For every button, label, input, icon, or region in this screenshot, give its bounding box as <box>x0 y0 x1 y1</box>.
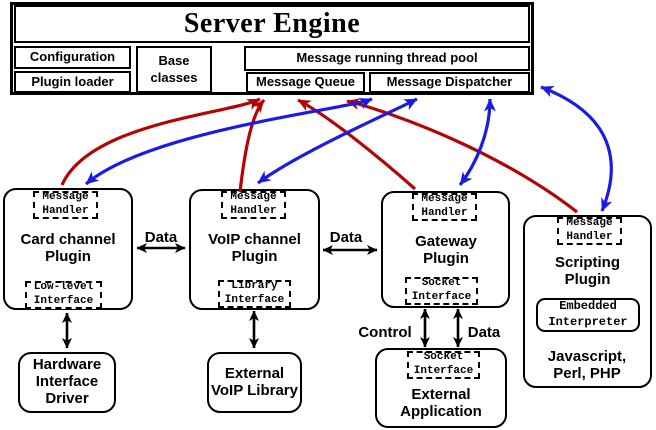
card-low-level-interface: Low-level Interface <box>25 281 102 309</box>
app-socket-interface: Socket Interface <box>407 351 480 379</box>
configuration-box: Configuration <box>14 46 131 69</box>
message-dispatcher-box: Message Dispatcher <box>369 72 530 93</box>
voip-library-interface: Library Interface <box>218 280 291 308</box>
blue-arrow-dispatcher-gateway <box>458 98 496 186</box>
voip-message-handler: Message Handler <box>221 191 286 219</box>
blue-arrow-dispatcher-voip <box>257 97 418 185</box>
red-arrow-card-to-queue <box>60 97 261 186</box>
gateway-socket-interface: Socket Interface <box>405 277 478 305</box>
voip-channel-plugin-label: VoIP channel Plugin <box>208 231 301 265</box>
thread-pool-box: Message running thread pool <box>244 46 530 71</box>
red-arrow-gateway-to-queue <box>297 98 417 191</box>
card-channel-plugin-label: Card channel Plugin <box>20 231 116 265</box>
server-engine-title: Server Engine <box>14 5 530 43</box>
embedded-interpreter-box: Embedded Interpreter <box>536 298 640 332</box>
gateway-plugin-label: Gateway Plugin <box>415 233 477 267</box>
base-classes-box: Base classes <box>136 46 212 93</box>
hardware-interface-driver-box: Hardware Interface Driver <box>18 352 116 413</box>
card-message-handler: Message Handler <box>33 191 98 219</box>
data-label-voip-gateway: Data <box>329 229 363 246</box>
scripting-message-handler: Message Handler <box>557 217 622 245</box>
blue-arrow-dispatcher-card <box>84 97 373 186</box>
plugin-loader-box: Plugin loader <box>14 71 131 93</box>
control-label: Control <box>358 324 412 341</box>
data-label-gateway-app: Data <box>467 324 501 341</box>
blue-arrow-dispatcher-scripting <box>540 85 613 212</box>
external-application-label: External Application <box>400 386 482 420</box>
red-arrow-voip-to-queue <box>238 98 266 193</box>
gateway-message-handler: Message Handler <box>412 193 477 221</box>
scripting-languages-label: Javascript, Perl, PHP <box>547 348 627 382</box>
data-label-card-voip: Data <box>144 229 178 246</box>
scripting-plugin-label: Scripting Plugin <box>554 254 620 288</box>
external-voip-library-box: External VoIP Library <box>207 352 302 413</box>
message-queue-box: Message Queue <box>246 72 365 93</box>
